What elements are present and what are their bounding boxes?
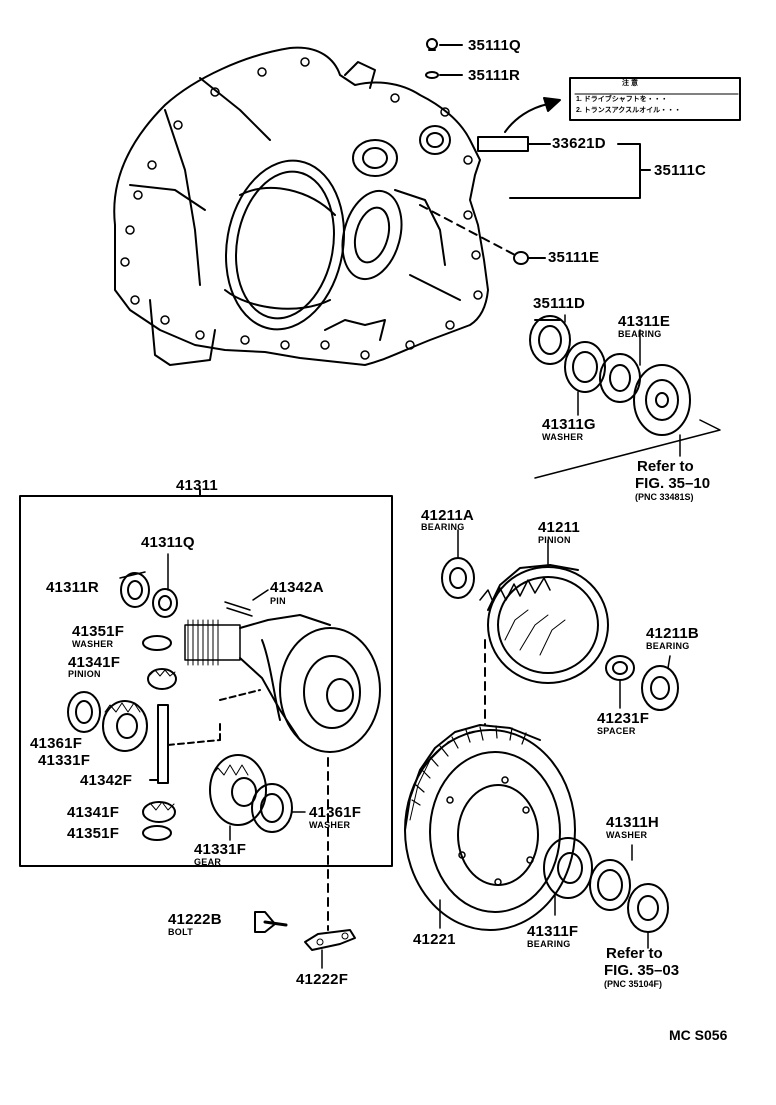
part-number-35111d[interactable]: 35111D [533, 295, 586, 312]
part-desc-41361f-right: WASHER [309, 820, 351, 830]
differential-assembly-frame [19, 495, 393, 867]
reference-2-figure-link[interactable]: FIG. 35–03 [604, 962, 680, 979]
part-number-41361f-left[interactable]: 41361F [30, 735, 83, 752]
reference-1-figure-link[interactable]: FIG. 35–10 [635, 475, 711, 492]
diagram-code: MC S056 [669, 1027, 728, 1043]
part-number-41311e[interactable]: 41311E [618, 313, 671, 330]
reference-2-line-1: Refer to [606, 945, 663, 962]
lock-plate-drawing [304, 929, 356, 951]
part-number-41211a[interactable]: 41211A [421, 507, 474, 524]
part-number-41351f-lower[interactable]: 41351F [67, 825, 120, 842]
drive-pinion-drawing [479, 564, 609, 684]
caution-label-line-1: 1. ドライブシャフトを・・・ [576, 96, 668, 103]
ring-gear-drawing [404, 724, 576, 931]
part-desc-41211b: BEARING [646, 641, 690, 651]
reference-1-line-1: Refer to [637, 458, 694, 475]
part-number-41211[interactable]: 41211 [538, 519, 580, 536]
part-desc-41231f: SPACER [597, 726, 636, 736]
part-number-35111q[interactable]: 35111Q [468, 37, 521, 54]
part-desc-41331f-right: GEAR [194, 857, 222, 867]
part-number-35111r[interactable]: 35111R [468, 67, 521, 84]
part-desc-41222b: BOLT [168, 927, 194, 937]
reference-2-pnc: (PNC 35104F) [604, 979, 663, 989]
part-number-35111e[interactable]: 35111E [548, 249, 600, 266]
part-number-41342f[interactable]: 41342F [80, 772, 133, 789]
part-number-41341f-lower[interactable]: 41341F [67, 804, 120, 821]
part-desc-41341f-upper: PINION [68, 669, 101, 679]
part-number-41331f-left[interactable]: 41331F [38, 752, 91, 769]
part-number-35111c[interactable]: 35111C [654, 162, 707, 179]
part-number-41231f[interactable]: 41231F [597, 710, 650, 727]
part-number-41222b[interactable]: 41222B [168, 911, 222, 928]
part-number-41222f[interactable]: 41222F [296, 971, 349, 988]
caution-label-title: 注 意 [622, 80, 638, 87]
bearing-group-upper-right [529, 315, 691, 436]
plug-35111q-drawing [426, 38, 438, 51]
gasket-35111r-drawing [425, 71, 439, 79]
reference-1-pnc: (PNC 33481S) [635, 492, 694, 502]
part-number-41341f-upper[interactable]: 41341F [68, 654, 121, 671]
plug-35111e-drawing [513, 251, 529, 265]
label-plate-33621d-drawing [477, 136, 529, 152]
caution-label-line-2: 2. トランスアクスルオイル・・・ [576, 107, 682, 114]
part-number-41221[interactable]: 41221 [413, 931, 456, 948]
part-desc-41211a: BEARING [421, 522, 465, 532]
part-desc-41211: PINION [538, 535, 571, 545]
part-desc-41342a: PIN [270, 596, 286, 606]
differential-case-drawing [184, 614, 381, 753]
part-number-41331f-right[interactable]: 41331F [194, 841, 247, 858]
part-number-41311[interactable]: 41311 [176, 477, 218, 494]
part-desc-41311e: BEARING [618, 329, 662, 339]
part-desc-41311f: BEARING [527, 939, 571, 949]
part-desc-41311g: WASHER [542, 432, 584, 442]
part-desc-41311h: WASHER [606, 830, 648, 840]
part-number-41311f[interactable]: 41311F [527, 923, 579, 940]
part-desc-41351f-upper: WASHER [72, 639, 114, 649]
part-number-41311q[interactable]: 41311Q [141, 534, 195, 551]
part-number-41311g[interactable]: 41311G [542, 416, 596, 433]
part-number-41311r[interactable]: 41311R [46, 579, 99, 596]
part-number-41311h[interactable]: 41311H [606, 814, 659, 831]
transaxle-case-drawing [113, 46, 489, 366]
part-number-41211b[interactable]: 41211B [646, 625, 699, 642]
part-number-41342a[interactable]: 41342A [270, 579, 324, 596]
bolt-drawing [254, 911, 288, 933]
part-number-41351f-upper[interactable]: 41351F [72, 623, 125, 640]
part-number-41361f-right[interactable]: 41361F [309, 804, 362, 821]
part-number-33621d[interactable]: 33621D [552, 135, 606, 152]
caution-label-box [569, 77, 741, 121]
